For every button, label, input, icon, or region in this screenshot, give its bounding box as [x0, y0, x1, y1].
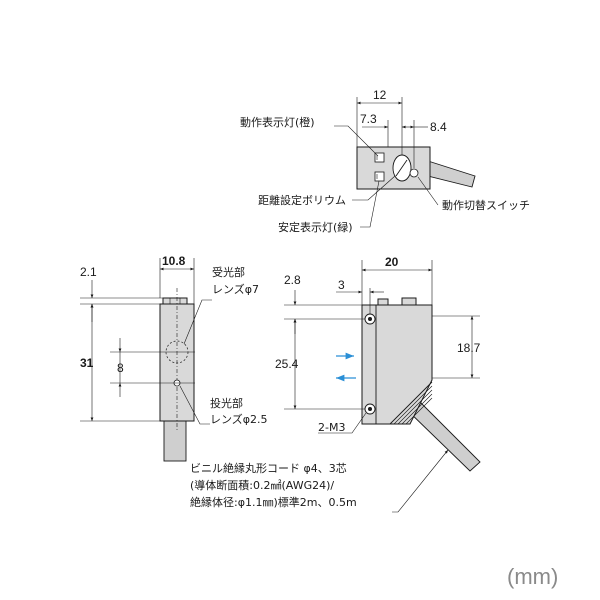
label-emitter-lens-2: レンズφ2.5 [210, 412, 268, 426]
strain-relief [389, 381, 433, 425]
mode-switch-icon [409, 168, 419, 178]
leader-receiver-lens [183, 299, 212, 345]
top-view: 12 7.3 8.4 動作表示灯(橙) 距離設定ボリウム 安定表示灯(緑) 動作… [240, 88, 530, 234]
label-2-m3: 2-M3 [318, 421, 345, 434]
label-stability-indicator: 安定表示灯(緑) [278, 220, 353, 234]
cable-note: ビニル絶縁丸形コード φ4、3芯 (導体断面積:0.2㎟(AWG24)/ 絶縁体… [190, 461, 357, 509]
dim-12-label: 12 [373, 88, 387, 102]
leader-2-m3 [318, 412, 367, 434]
stability-indicator-icon [374, 171, 385, 182]
leader-mode-switch [417, 176, 439, 206]
dim-8-label: 8 [117, 361, 124, 375]
dim-10-8-label: 10.8 [162, 254, 186, 268]
label-receiver-lens-1: 受光部 [212, 265, 245, 279]
leader-cable-note [392, 449, 449, 513]
dim-2-8-label: 2.8 [284, 273, 301, 287]
cable-note-line1: ビニル絶縁丸形コード φ4、3芯 [190, 461, 347, 475]
dim-7-3-label: 7.3 [360, 112, 377, 126]
dim-3-label: 3 [338, 278, 345, 292]
cable-note-line2: (導体断面積:0.2㎟(AWG24)/ [190, 478, 334, 492]
leader-operation-indicator [334, 125, 379, 157]
side-view: 20 3 2.8 25.4 18.7 2-M3 [275, 255, 481, 513]
dim-31-label: 31 [80, 356, 94, 370]
top-view-cable [427, 160, 476, 188]
leader-emitter-lens [179, 385, 210, 425]
label-receiver-lens-2: レンズφ7 [212, 282, 259, 296]
front-view: 10.8 2.1 31 8 受光部 レンズφ7 投光部 レンズφ2.5 [80, 254, 268, 462]
dim-2-1-label: 2.1 [80, 265, 97, 279]
unit-label: (mm) [507, 564, 558, 589]
label-operation-indicator: 動作表示灯(橙) [240, 115, 315, 129]
dim-18-7-label: 18.7 [457, 341, 481, 355]
dim-20-label: 20 [385, 255, 399, 269]
side-view-body [361, 304, 433, 425]
operation-indicator-icon [374, 152, 385, 163]
dim-8-4-label: 8.4 [430, 120, 447, 134]
label-distance-volume: 距離設定ボリウム [258, 193, 346, 207]
front-view-cable [163, 420, 187, 462]
label-mode-switch: 動作切替スイッチ [442, 198, 530, 212]
leader-distance-volume [352, 175, 396, 201]
cable-note-line3: 絶縁体径:φ1.1㎜)標準2m、0.5m [190, 495, 357, 509]
dim-25-4-label: 25.4 [275, 357, 299, 371]
label-emitter-lens-1: 投光部 [210, 396, 243, 410]
leader-stability-indicator [360, 180, 380, 228]
